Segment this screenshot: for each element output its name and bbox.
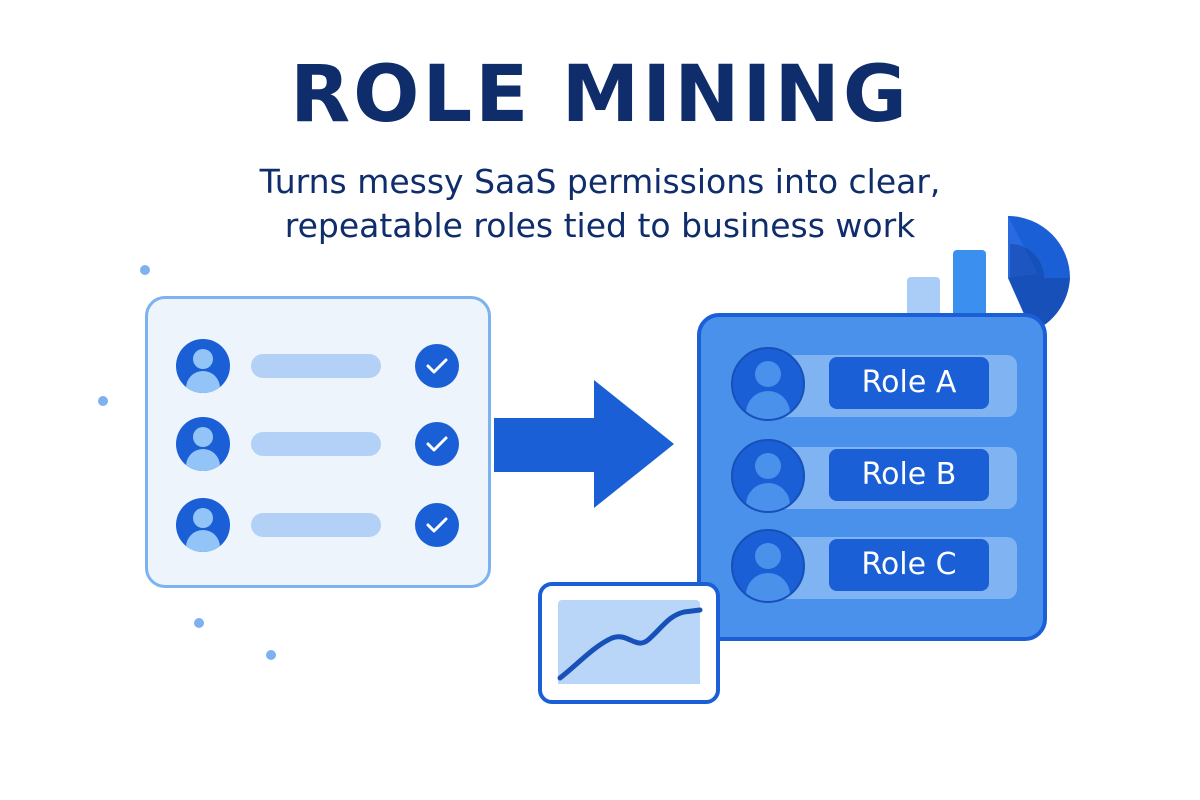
page-subtitle: Turns messy SaaS permissions into clear,… xyxy=(0,160,1200,248)
user-icon xyxy=(176,498,230,552)
role-row: Role A xyxy=(727,347,1017,427)
role-label: Role A xyxy=(829,357,989,409)
permission-row xyxy=(176,498,466,552)
subtitle-line-1: Turns messy SaaS permissions into clear, xyxy=(259,162,941,201)
permission-bar xyxy=(251,432,381,456)
permission-bar xyxy=(251,513,381,537)
subtitle-line-2: repeatable roles tied to business work xyxy=(284,206,916,245)
user-icon xyxy=(176,339,230,393)
role-label: Role B xyxy=(829,449,989,501)
user-icon xyxy=(176,417,230,471)
decor-dot xyxy=(266,650,276,660)
check-icon xyxy=(415,503,459,547)
user-icon xyxy=(731,347,805,421)
permission-row xyxy=(176,417,466,471)
decor-dot xyxy=(194,618,204,628)
permission-bar xyxy=(251,354,381,378)
page-title: ROLE MINING xyxy=(290,50,910,140)
role-row: Role B xyxy=(727,439,1017,519)
decor-dot xyxy=(98,396,108,406)
roles-panel: Role A Role B Role C xyxy=(697,313,1047,641)
line-chart-icon xyxy=(538,582,720,704)
permissions-panel xyxy=(145,296,491,588)
check-icon xyxy=(415,344,459,388)
user-icon xyxy=(731,439,805,513)
user-icon xyxy=(731,529,805,603)
decor-dot xyxy=(140,265,150,275)
role-row: Role C xyxy=(727,529,1017,609)
check-icon xyxy=(415,422,459,466)
pie-chart-icon xyxy=(1008,216,1070,332)
right-arrow-icon xyxy=(494,380,674,508)
permission-row xyxy=(176,339,466,393)
role-label: Role C xyxy=(829,539,989,591)
